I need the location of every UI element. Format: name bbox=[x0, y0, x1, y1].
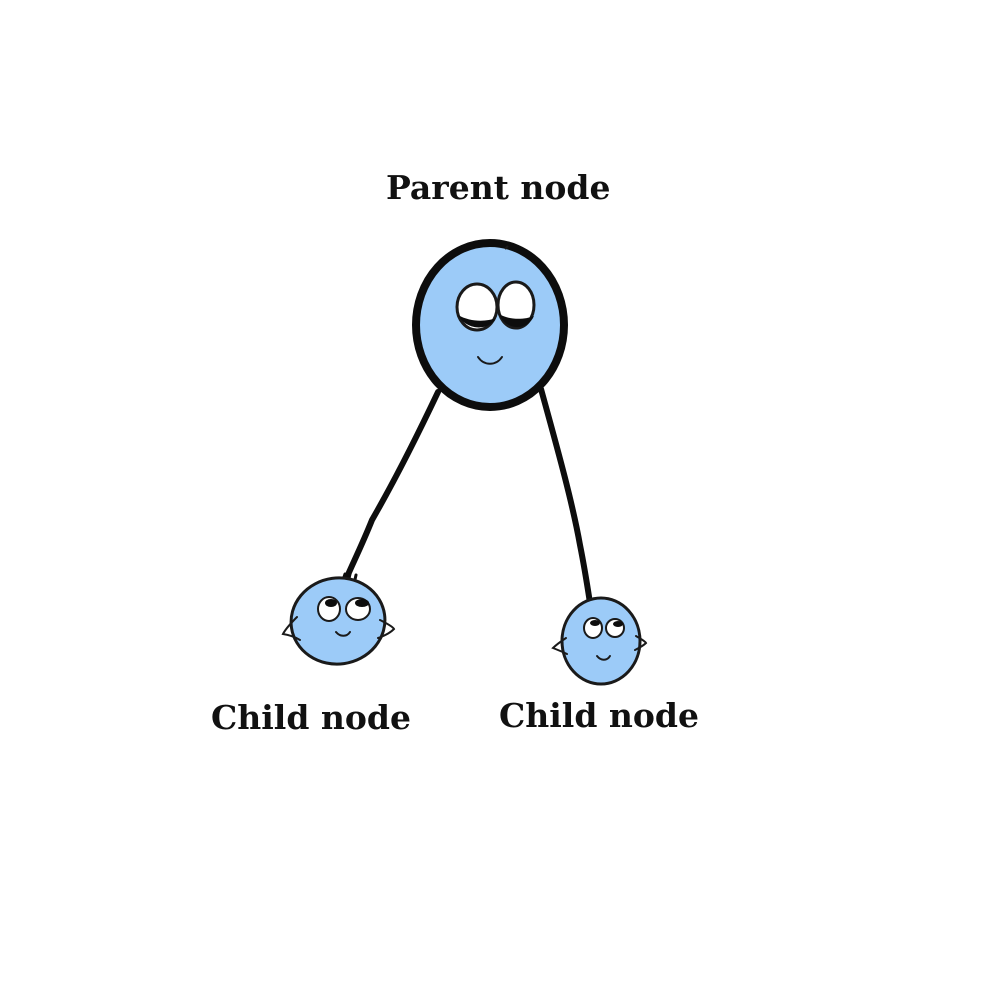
right-child-left-eye bbox=[583, 617, 603, 639]
parent-left-eye bbox=[455, 282, 499, 332]
edge-parent-to-left-child bbox=[344, 389, 441, 580]
left-child-left-eye bbox=[317, 596, 341, 622]
parent-node-label: Parent node bbox=[386, 168, 611, 207]
left-child-left-arm bbox=[281, 616, 301, 641]
left-child-right-arm bbox=[377, 619, 396, 639]
parent-node bbox=[412, 239, 568, 411]
parent-smile bbox=[477, 356, 503, 365]
right-child-left-arm bbox=[551, 637, 568, 655]
right-child-right-arm bbox=[634, 635, 648, 651]
parent-hair-strand bbox=[504, 245, 509, 250]
right-child-right-eye bbox=[605, 618, 625, 638]
edge-parent-to-right-child bbox=[538, 386, 593, 606]
right-child-node-label: Child node bbox=[499, 696, 699, 735]
parent-right-eye bbox=[496, 280, 536, 330]
left-child-right-eye bbox=[345, 597, 371, 621]
right-child-smile bbox=[596, 655, 611, 661]
right-child-node bbox=[551, 596, 648, 686]
left-child-node bbox=[281, 572, 396, 666]
left-child-node-label: Child node bbox=[211, 698, 411, 737]
left-child-smile bbox=[335, 631, 351, 637]
